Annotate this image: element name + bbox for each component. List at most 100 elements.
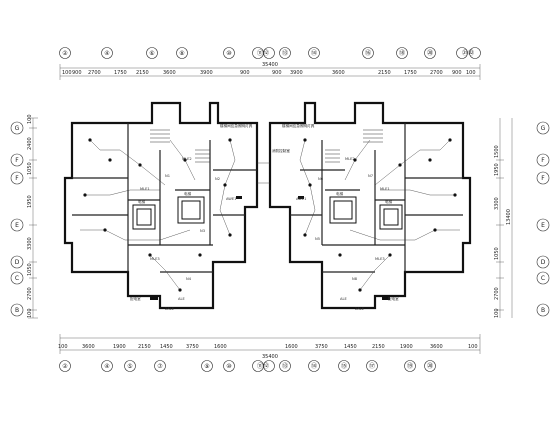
- right-dimension-line: [496, 118, 513, 318]
- dim-text: 100: [468, 344, 478, 350]
- top-axis-label: ⑭: [311, 49, 317, 57]
- elevator-label: 电梯: [385, 199, 393, 204]
- top-axis-label: ㉑㉒: [462, 49, 474, 57]
- circuit-label: N6: [318, 177, 324, 181]
- note-text: 楼梯间应急照明灯具: [282, 123, 315, 128]
- right-axis-label: C: [541, 275, 545, 282]
- left-axis-label: C: [15, 275, 19, 282]
- dim-text: 3600: [82, 344, 95, 350]
- elevator-label: 电梯: [336, 191, 344, 196]
- dim-text: 3750: [315, 344, 328, 350]
- dim-text: 1900: [113, 344, 126, 350]
- dim-text: 1050: [494, 247, 500, 260]
- dim-text: 3900: [290, 70, 303, 76]
- panel-label: 2ALE: [165, 307, 175, 311]
- bottom-axis-label: ⑤: [127, 363, 132, 370]
- note-text: 楼梯间应急照明灯具: [220, 123, 253, 128]
- panel-label: AWE1: [296, 197, 306, 201]
- circuit-label: N7: [368, 174, 373, 178]
- dim-text: 2700: [430, 70, 443, 76]
- dim-text: 1450: [344, 344, 357, 350]
- room-label: 配电室: [388, 296, 399, 301]
- bottom-axis-label: ⑩: [226, 363, 231, 370]
- dim-total: 35400: [262, 354, 278, 360]
- dim-text: 2400: [27, 137, 33, 150]
- dim-text: 900: [72, 70, 82, 76]
- panel-label: AWE1: [226, 197, 236, 201]
- dim-text: 2700: [27, 287, 33, 300]
- panel-label: 2ALE: [355, 307, 365, 311]
- stair-treads: [150, 129, 383, 163]
- top-axis-label: ⑱: [399, 49, 405, 57]
- left-axis-label: D: [15, 259, 20, 266]
- dim-text: 2150: [136, 70, 149, 76]
- dim-text: 1900: [400, 344, 413, 350]
- left-axis-label: G: [15, 125, 20, 132]
- dim-text: 3600: [163, 70, 176, 76]
- bottom-axis-label: ⑳: [427, 362, 433, 370]
- circuit-label: N1: [165, 174, 170, 178]
- equipment-labels: 电梯 电梯 电梯 电梯 N1 N2 N3 N4 N5 N6 N7 N8 ALE …: [130, 157, 399, 311]
- dim-total: 13400: [506, 209, 512, 225]
- top-axis-labels: ② ④ ⑥ ⑧ ⑩ ⑪⑫ ⑬ ⑭ ⑯ ⑱ ⑳ ㉑㉒: [62, 49, 474, 57]
- dim-text: 3300: [494, 197, 500, 210]
- dim-text: 1050: [27, 263, 33, 276]
- right-axis-label: F: [541, 157, 545, 164]
- left-axis-labels: G F F E D C B: [15, 125, 20, 314]
- left-dimension-line: [28, 117, 38, 319]
- left-axis-bubbles: [10, 121, 24, 317]
- left-axis-label: F: [15, 175, 19, 182]
- right-axis-bubbles: [536, 121, 550, 317]
- dim-text: 1600: [214, 344, 227, 350]
- left-axis-label: E: [15, 222, 19, 229]
- bottom-dimension-texts: 100 3600 1900 2150 1450 3750 1600 1600 3…: [58, 344, 478, 360]
- top-axis-label: ⑯: [365, 49, 371, 57]
- dim-text: 3600: [430, 344, 443, 350]
- dim-text: 2150: [378, 70, 391, 76]
- room-label: 配电室: [130, 296, 141, 301]
- bottom-axis-label: ⑨: [204, 363, 209, 370]
- dim-text: 1950: [27, 195, 33, 208]
- right-axis-label: B: [541, 307, 545, 314]
- panel-label: MLE1: [140, 187, 150, 191]
- bottom-axis-label: ⑮: [341, 362, 347, 370]
- building-outline: [63, 101, 472, 310]
- top-axis-bubbles: [59, 47, 481, 59]
- bottom-axis-label: ⑬: [282, 362, 288, 370]
- top-axis-label: ⑳: [427, 49, 433, 57]
- dim-text: 100: [494, 308, 500, 318]
- bottom-axis-label: ⑭: [311, 362, 317, 370]
- dim-text: 3600: [332, 70, 345, 76]
- top-axis-label: ⑥: [149, 50, 154, 57]
- note-text: 消防控制室: [272, 148, 290, 153]
- circuit-label: N2: [215, 177, 220, 181]
- light-fixtures: [83, 138, 457, 292]
- circuit-label: N8: [352, 277, 358, 281]
- dim-total: 35400: [262, 62, 278, 68]
- dim-text: 1750: [114, 70, 127, 76]
- interior-walls: [72, 123, 463, 273]
- bottom-axis-labels: ② ④ ⑤ ⑦ ⑨ ⑩ ⑪⑫ ⑬ ⑭ ⑮ ⑰ ⑲ ⑳: [62, 362, 433, 370]
- dim-text: 100: [27, 308, 33, 318]
- note-texts: 楼梯间应急照明灯具 楼梯间应急照明灯具 消防控制室: [220, 123, 315, 153]
- dim-text: 2150: [138, 344, 151, 350]
- bottom-axis-label: ⑲: [407, 362, 413, 370]
- panel-label: MLE3: [150, 257, 160, 261]
- circuit-wiring: [80, 139, 460, 291]
- dim-text: 100: [58, 344, 68, 350]
- right-axis-label: G: [541, 125, 546, 132]
- bottom-axis-label: ⑪⑫: [257, 362, 269, 370]
- right-axis-labels: G F F E D C B: [541, 125, 546, 314]
- dim-text: 2150: [372, 344, 385, 350]
- elevator-label: 电梯: [184, 191, 192, 196]
- dim-text: 1450: [160, 344, 173, 350]
- circuit-label: N3: [200, 229, 205, 233]
- top-axis-label: ⑪⑫: [257, 49, 269, 57]
- dim-text: 3300: [27, 237, 33, 250]
- left-dimension-texts: 100 2400 1050 1950 3300 1050 2700 100: [27, 114, 33, 318]
- top-axis-label: ⑩: [226, 50, 231, 57]
- bottom-axis-label: ④: [104, 363, 109, 370]
- panel-label: MLE1: [380, 187, 390, 191]
- panel-label: MLE2: [182, 157, 192, 161]
